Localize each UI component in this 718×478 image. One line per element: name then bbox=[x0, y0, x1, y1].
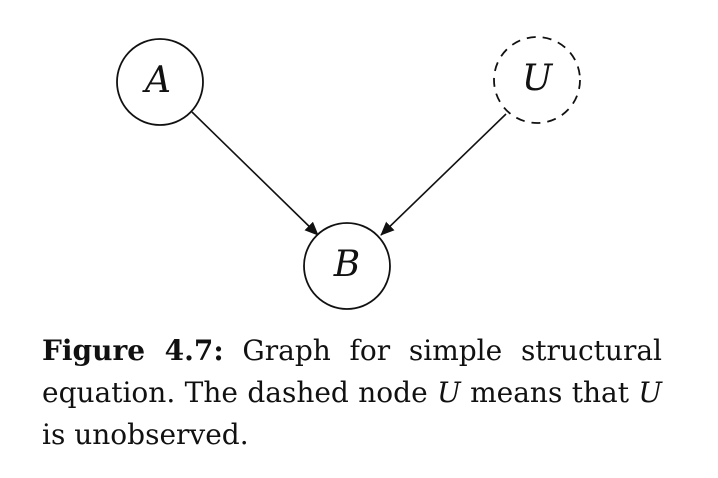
caption-text-2: means that bbox=[460, 376, 639, 409]
causal-graph: A U B bbox=[116, 36, 581, 310]
figure-caption: Figure 4.7: Graph for simple structural … bbox=[42, 330, 662, 456]
node-b-label: B bbox=[333, 244, 360, 285]
node-b: B bbox=[303, 222, 391, 310]
edge-a-to-b bbox=[191, 111, 319, 236]
node-u: U bbox=[493, 36, 581, 124]
caption-text-1: Graph for simple structural equation. Th… bbox=[42, 334, 662, 409]
figure-label: Figure 4.7: bbox=[42, 334, 224, 367]
node-u-label: U bbox=[522, 58, 554, 99]
node-a-label: A bbox=[142, 60, 171, 101]
edge-u-to-b bbox=[380, 113, 507, 236]
caption-var-u-2: U bbox=[638, 376, 662, 409]
node-a: A bbox=[116, 38, 204, 126]
caption-text-3: is unobserved. bbox=[42, 418, 249, 451]
caption-var-u-1: U bbox=[437, 376, 461, 409]
